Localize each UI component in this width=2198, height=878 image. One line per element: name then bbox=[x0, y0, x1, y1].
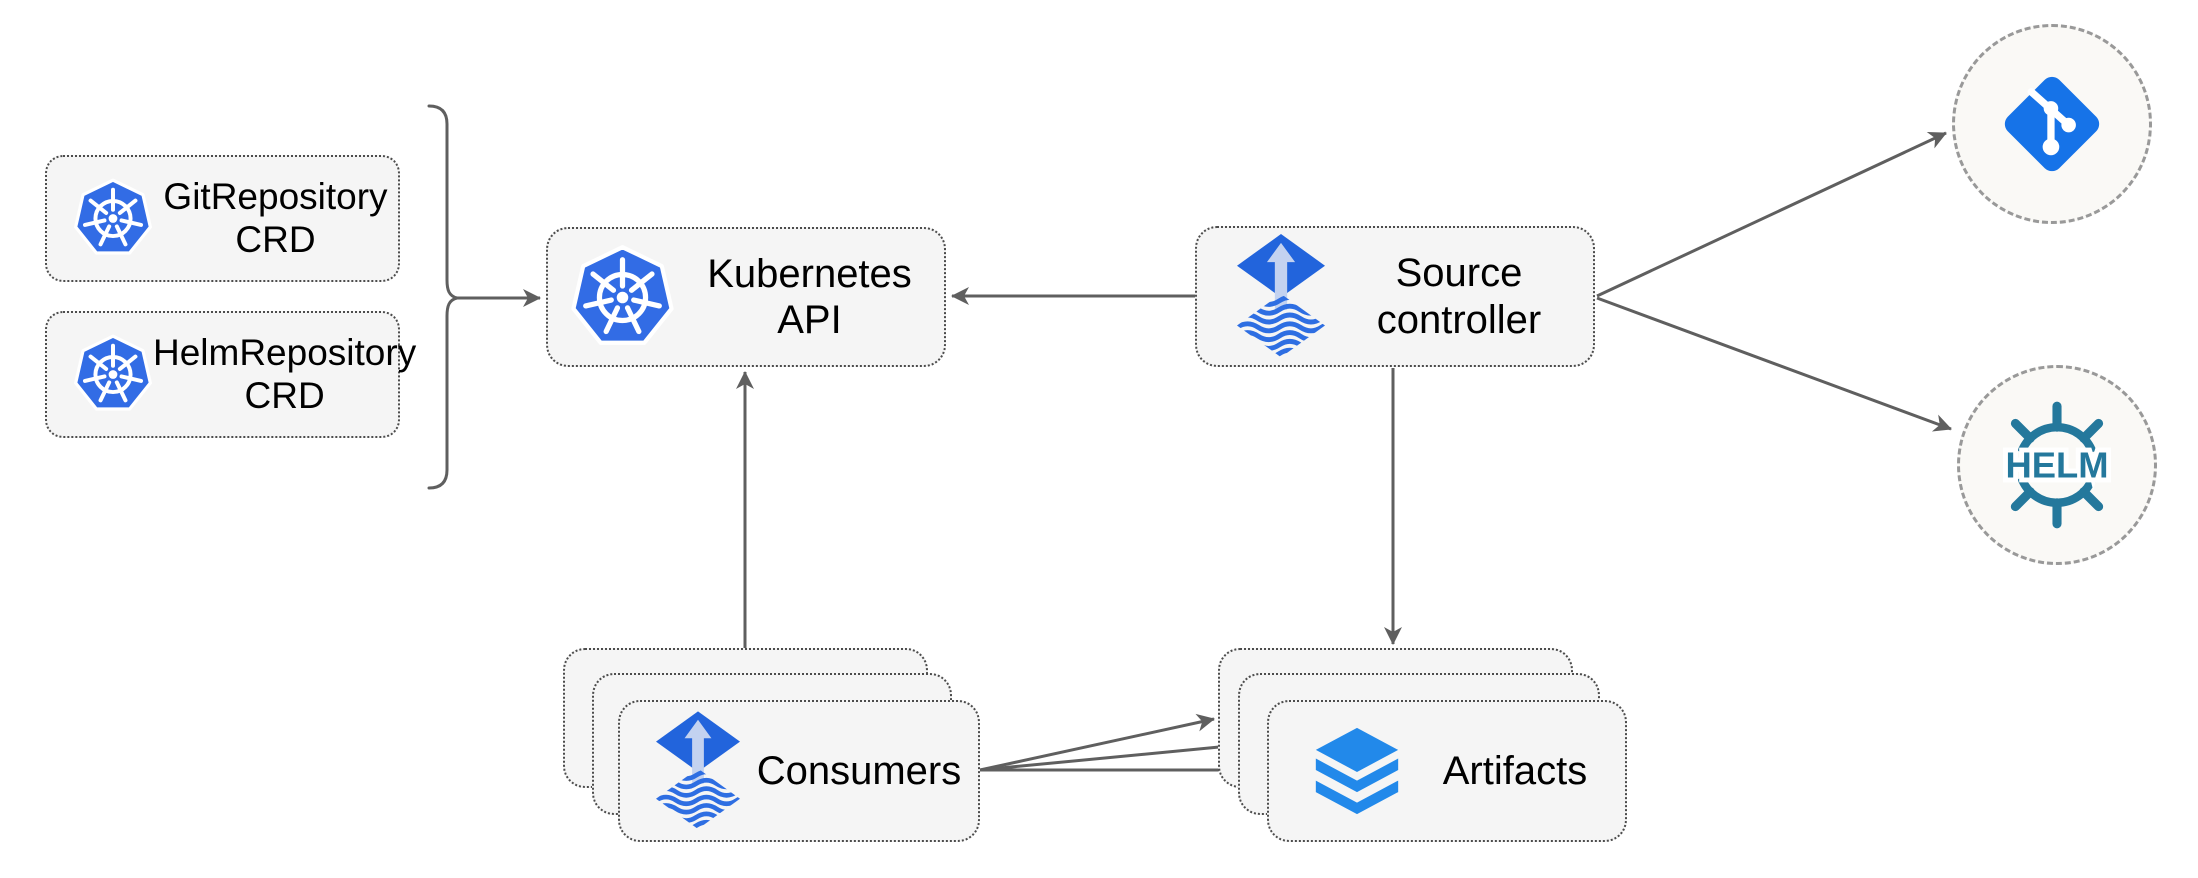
label-line: GitRepository bbox=[163, 175, 388, 217]
node-helmrepository-crd: HelmRepository CRD bbox=[45, 311, 416, 438]
kubernetes-icon bbox=[73, 177, 153, 260]
node-git-remote bbox=[1952, 24, 2152, 224]
node-label-source-controller: Source controller bbox=[1325, 250, 1593, 343]
node-label-kubernetes-api: Kubernetes API bbox=[707, 251, 912, 342]
edge-source-controller-to-git bbox=[1596, 131, 1947, 298]
node-label-consumers: Consumers bbox=[756, 748, 962, 793]
node-artifacts: Artifacts bbox=[1267, 700, 1627, 842]
node-label-helmrepository-crd: HelmRepository CRD bbox=[153, 332, 416, 418]
kubernetes-icon bbox=[73, 333, 153, 416]
node-label-artifacts: Artifacts bbox=[1442, 748, 1588, 793]
label-line: HelmRepository bbox=[153, 331, 417, 373]
brace-crd-group bbox=[427, 104, 458, 490]
edge-consumers-to-artifacts-middle bbox=[979, 737, 1241, 772]
flux-source-controller-icon bbox=[1237, 234, 1325, 359]
helm-icon: HELM bbox=[1987, 395, 2127, 535]
edge-consumers-to-artifacts-back bbox=[979, 713, 1215, 772]
label-line: controller bbox=[1376, 297, 1542, 342]
node-helm-remote: HELM bbox=[1957, 365, 2157, 565]
edge-source-controller-to-helm bbox=[1596, 296, 1952, 432]
layers-icon bbox=[1309, 726, 1405, 816]
helm-logo-text: HELM bbox=[2005, 445, 2108, 486]
label-line: CRD bbox=[235, 218, 316, 260]
label-line: Source bbox=[1395, 251, 1523, 296]
git-icon bbox=[2000, 72, 2104, 176]
node-label-gitrepository-crd: GitRepository CRD bbox=[153, 176, 398, 262]
node-kubernetes-api: Kubernetes API bbox=[546, 227, 946, 367]
kubernetes-icon bbox=[570, 243, 675, 352]
label-line: CRD bbox=[244, 374, 325, 416]
flux-source-controller-icon bbox=[656, 711, 740, 831]
node-source-controller: Source controller bbox=[1195, 226, 1595, 367]
node-consumers: Consumers bbox=[618, 700, 980, 842]
node-gitrepository-crd: GitRepository CRD bbox=[45, 155, 400, 282]
